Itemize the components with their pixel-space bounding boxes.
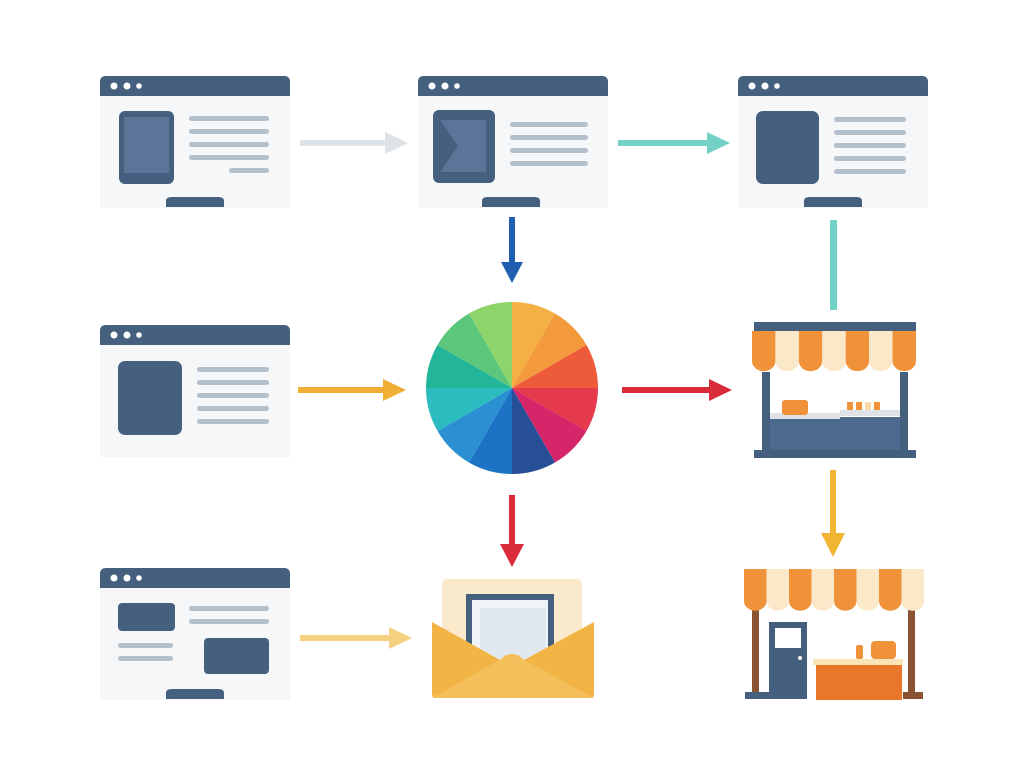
awning-stripe (879, 569, 902, 611)
browser-window-layout-icon (100, 568, 290, 700)
storefront-icon (744, 569, 924, 700)
awning-stripe (811, 569, 834, 611)
awning-stripe (856, 569, 880, 611)
color-wheel-slice (426, 388, 512, 431)
awning-stripe (869, 331, 893, 372)
arrow-yellow (300, 627, 412, 649)
color-wheel-slice (469, 388, 512, 474)
arrow-red (622, 379, 732, 401)
color-wheel-slice (469, 302, 512, 388)
awning-stripe (751, 331, 776, 372)
browser-window-tablet-icon (100, 76, 290, 208)
awning-stripe (822, 331, 846, 372)
color-wheel-slice (512, 345, 598, 388)
browser-window-image-icon (738, 76, 928, 208)
arrow-red-down (500, 495, 524, 567)
color-wheel-slice (512, 388, 598, 431)
browser-window-play-icon (418, 76, 608, 208)
awning-stripe (892, 331, 916, 372)
awning-stripe (901, 569, 924, 611)
awning-stripe (798, 331, 823, 372)
connector-teal (830, 220, 837, 310)
browser-window-content-icon (100, 325, 290, 457)
market-stall-icon (751, 322, 916, 458)
arrow-teal (618, 132, 730, 154)
arrow-gray (300, 132, 408, 154)
awning-stripe (775, 331, 799, 372)
color-wheel-slice (437, 313, 512, 388)
arrow-orange (298, 379, 406, 401)
color-wheel-slice (512, 388, 555, 474)
awning-stripe (789, 569, 812, 611)
awning-stripe (744, 569, 767, 611)
color-wheel-icon (426, 302, 598, 474)
color-wheel-slice (426, 345, 512, 388)
color-wheel-slice (512, 388, 587, 463)
awning-stripe (845, 331, 870, 372)
awning-stripe (766, 569, 789, 611)
arrow-blue-down (501, 217, 523, 283)
color-wheel-slice (512, 313, 587, 388)
awning-stripe (834, 569, 857, 611)
arrow-orange-down (821, 470, 845, 557)
color-wheel-slice (437, 388, 512, 463)
envelope-letter-icon (432, 579, 594, 698)
color-wheel-slice (512, 302, 555, 388)
